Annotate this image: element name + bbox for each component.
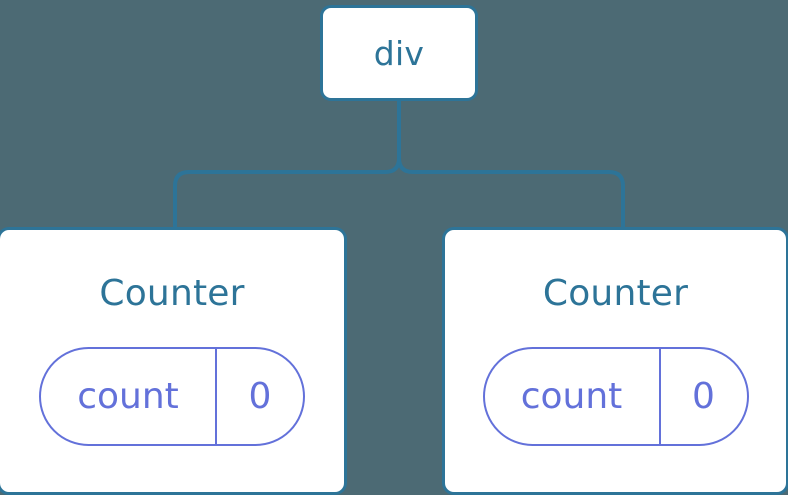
node-counter-0-label: Counter <box>99 273 245 314</box>
state-badge-counter-1: count 0 <box>482 347 749 446</box>
connector-left-branch <box>173 100 401 227</box>
state-key-cell-counter-0: count <box>41 349 217 444</box>
connector-right-branch <box>397 100 625 227</box>
state-key-cell-counter-1: count <box>485 349 661 444</box>
state-key-label-counter-1: count <box>520 375 623 417</box>
state-badge-counter-0: count 0 <box>39 347 305 446</box>
state-value-label-counter-0: 0 <box>248 375 272 417</box>
state-value-label-counter-1: 0 <box>692 375 715 417</box>
node-div-label: div <box>373 33 425 73</box>
node-counter-0[interactable]: Counter count 0 <box>0 227 347 495</box>
state-key-label-counter-0: count <box>77 375 179 417</box>
node-counter-1-label: Counter <box>542 273 689 314</box>
state-value-cell-counter-0: 0 <box>217 349 303 444</box>
node-div[interactable]: div <box>320 5 478 101</box>
state-value-cell-counter-1: 0 <box>661 349 747 444</box>
node-counter-1[interactable]: Counter count 0 <box>442 227 788 495</box>
